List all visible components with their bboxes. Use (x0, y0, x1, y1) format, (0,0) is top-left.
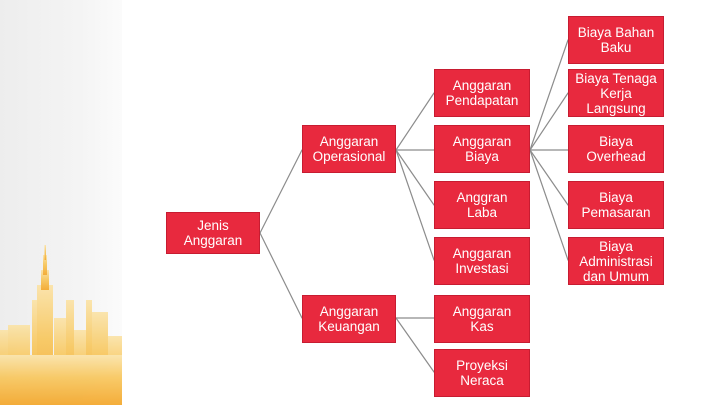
node-anggaran-investasi: Anggaran Investasi (434, 237, 530, 285)
connector-line (395, 149, 435, 261)
connector-line (259, 149, 303, 234)
node-jenis-anggaran: Jenis Anggaran (166, 212, 260, 254)
node-proyeksi-neraca: Proyeksi Neraca (434, 349, 530, 397)
node-anggaran-keuangan: Anggaran Keuangan (302, 295, 396, 343)
skyline-icon (0, 245, 122, 405)
connector-line (529, 92, 569, 151)
node-biaya-tenaga-kerja-langsung: Biaya Tenaga Kerja Langsung (568, 69, 664, 117)
node-anggran-laba: Anggran Laba (434, 181, 530, 229)
connector-line (395, 149, 435, 206)
node-biaya-administrasi-dan-umum: Biaya Administrasi dan Umum (568, 237, 664, 285)
connector-line (529, 149, 569, 261)
connector-line (259, 232, 303, 319)
skyline-decoration (0, 0, 122, 405)
node-biaya-overhead: Biaya Overhead (568, 125, 664, 173)
connector-line (529, 39, 569, 151)
connector-line (395, 317, 435, 373)
connector-line (529, 149, 569, 206)
connector-line (395, 92, 435, 151)
node-biaya-bahan-baku: Biaya Bahan Baku (568, 16, 664, 64)
node-anggaran-kas: Anggaran Kas (434, 295, 530, 343)
node-anggaran-pendapatan: Anggaran Pendapatan (434, 69, 530, 117)
node-biaya-pemasaran: Biaya Pemasaran (568, 181, 664, 229)
node-anggaran-operasional: Anggaran Operasional (302, 125, 396, 173)
node-anggaran-biaya: Anggaran Biaya (434, 125, 530, 173)
